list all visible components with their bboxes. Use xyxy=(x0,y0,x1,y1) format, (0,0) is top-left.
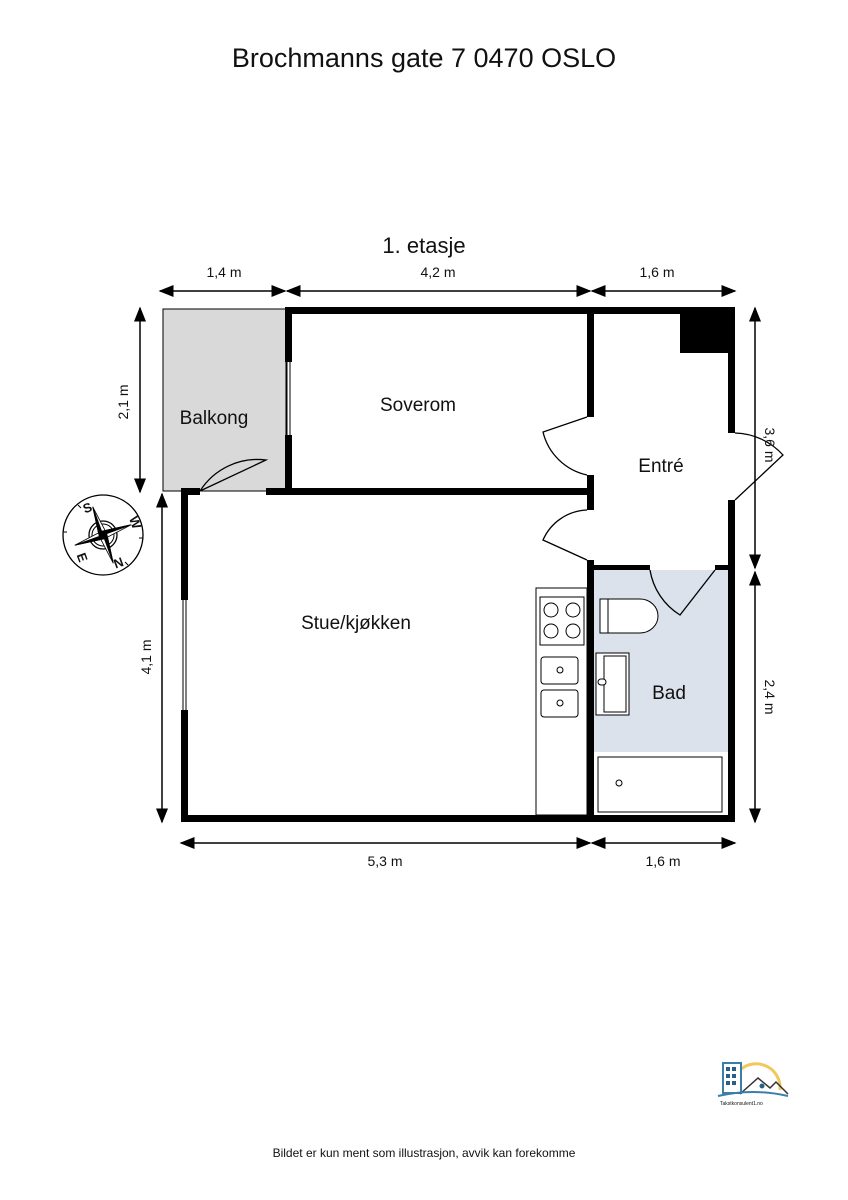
dim-bottom-right: 1,6 m xyxy=(645,853,680,869)
dim-top-right: 1,6 m xyxy=(639,264,674,280)
fixtures xyxy=(535,587,723,816)
toilet xyxy=(599,598,659,634)
room-entrance: Entré xyxy=(638,456,683,477)
company-logo: Takstkonsulent1.no xyxy=(717,1062,789,1107)
dim-right-lower: 2,4 m xyxy=(762,679,778,714)
room-bathroom: Bad xyxy=(652,683,686,704)
room-balcony: Balkong xyxy=(180,408,249,429)
dimension-lines xyxy=(134,285,761,849)
footer-disclaimer: Bildet er kun ment som illustrasjon, avv… xyxy=(273,1146,576,1160)
page-title: Brochmanns gate 7 0470 OSLO xyxy=(232,43,616,73)
room-living-kitchen: Stue/kjøkken xyxy=(301,613,411,634)
compass-w: W xyxy=(126,514,145,531)
dim-left-lower: 4,1 m xyxy=(138,639,154,674)
walls xyxy=(181,307,735,822)
compass-icon: S W N E xyxy=(62,494,145,576)
dim-right-upper: 3,6 m xyxy=(762,427,778,462)
shaft-block xyxy=(680,307,735,353)
dim-left-upper: 2,1 m xyxy=(115,384,131,419)
dim-top-middle: 4,2 m xyxy=(420,264,455,280)
dim-top-left: 1,4 m xyxy=(206,264,241,280)
windows xyxy=(182,362,291,710)
dim-bottom-left: 5,3 m xyxy=(367,853,402,869)
balcony-area xyxy=(162,308,287,492)
doors xyxy=(199,416,784,616)
floor-label: 1. etasje xyxy=(382,233,465,258)
logo-text: Takstkonsulent1.no xyxy=(720,1101,763,1107)
room-bedroom: Soverom xyxy=(380,395,456,416)
